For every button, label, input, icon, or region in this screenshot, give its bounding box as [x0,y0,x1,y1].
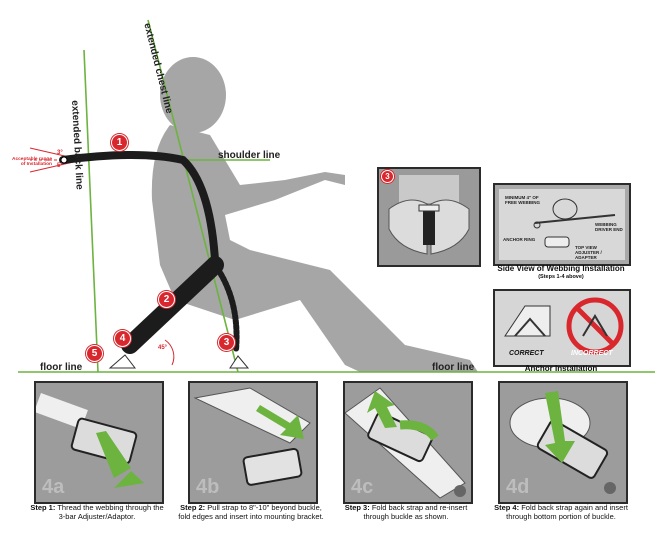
shoulder-line-label: shoulder line [218,150,281,161]
step-panel-4a: 4a [34,381,164,504]
step-4-label: Step 4: [494,503,520,512]
buckle-inset-panel [377,167,481,267]
side-view-subtitle: (Steps 1-4 above) [538,274,584,280]
anchor-panel: CORRECT INCORRECT [493,289,631,367]
step-4d-illustration [509,391,616,494]
extended-chest-line [147,19,239,373]
step-panel-4d: 4d [498,381,628,504]
step-3-text: Fold back strap and re-insert through bu… [363,503,468,521]
step-4-text: Fold back strap again and insert through… [506,503,628,521]
anchor-ring-label: ANCHOR RING [503,237,536,242]
side-view-illustration [499,189,625,260]
anchor-illustration [504,297,624,355]
step-4c-illustration [345,387,466,499]
angle-plus-label: 3° [57,150,63,156]
step-caption-3: Step 3: Fold back strap and re-insert th… [335,503,477,521]
floor-line-label-right: floor line [432,362,475,373]
step-tag-4c: 4c [351,476,374,498]
extended-back-line [83,49,99,373]
step-2-label: Step 2: [180,503,206,512]
correct-label: CORRECT [509,350,544,357]
buckle-inset-illustration [388,175,470,255]
anchor-right-icon [229,355,250,369]
step-1-label: Step 1: [30,503,56,512]
anchor-title: Anchor Installation [524,364,598,373]
step-caption-2: Step 2: Pull strap to 8"-10" beyond buck… [176,503,326,521]
angle-minus-label: 5° [57,163,63,169]
step-4b-illustration [193,387,311,486]
step-tag-4b: 4b [196,476,220,498]
step-badge-4: 4 [114,330,131,347]
step-tag-4a: 4a [42,476,65,498]
step-caption-4: Step 4: Fold back strap again and insert… [488,503,634,521]
webbing-driver-label: WEBBING DRIVER END [595,222,623,232]
step-badge-1: 1 [111,134,128,151]
side-view-panel: MINIMUM 4" OF FREE WEBBING WEBBING DRIVE… [493,183,631,266]
step-2-text: Pull strap to 8"-10" beyond buckle, fold… [178,503,324,521]
incorrect-label: INCORRECT [571,350,613,357]
step-badge-5: 5 [86,345,103,362]
step-1-text: Thread the webbing through the 3-bar Adj… [57,503,164,521]
step-badge-3: 3 [218,334,235,351]
inset-badge-3: 3 [381,170,394,183]
anchor-left-icon [108,354,137,369]
side-view-title: Side View of Webbing Installation [497,264,625,273]
step-tag-4d: 4d [506,476,530,498]
seat-angle-label: 45° [158,345,168,351]
step-panel-4c: 4c [343,381,473,504]
floor-line-label-left: floor line [40,362,83,373]
step-caption-1: Step 1: Thread the webbing through the 3… [26,503,168,521]
minimum-webbing-label: MINIMUM 4" OF FREE WEBBING [505,195,541,205]
step-4a-illustration [36,393,144,488]
step-panel-4b: 4b [188,381,318,504]
step-badge-2: 2 [158,291,175,308]
top-view-label: TOP VIEW ADJUSTER / ADAPTER [575,245,602,260]
acceptable-range-label: Acceptable range of Installation [12,157,52,167]
step-3-label: Step 3: [344,503,370,512]
